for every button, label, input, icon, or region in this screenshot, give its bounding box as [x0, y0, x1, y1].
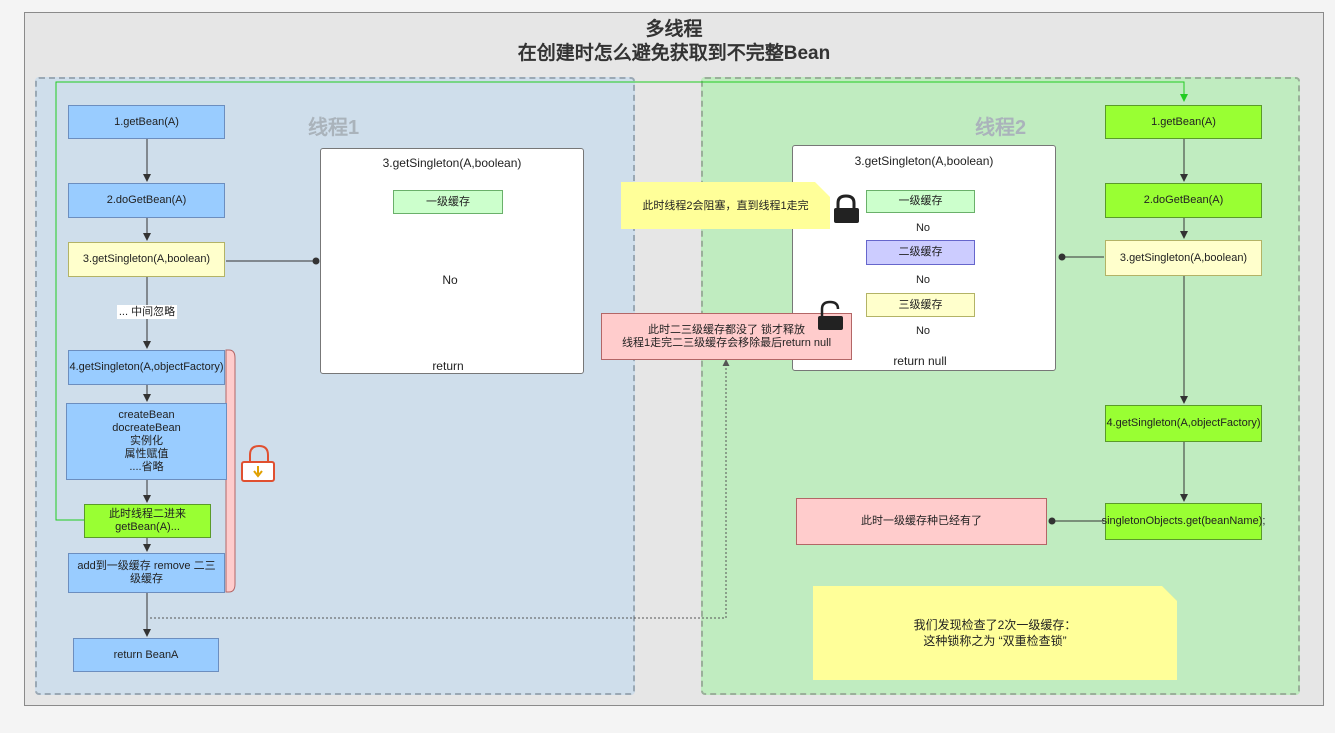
t2-found-dot: [1048, 517, 1056, 525]
diagram-title: 多线程 在创建时怎么避免获取到不完整Bean: [24, 18, 1324, 66]
create-line: 实例化: [130, 435, 163, 447]
t1-detail-cache1: 一级缓存: [393, 190, 503, 214]
t2-detail-cache1: 一级缓存: [866, 190, 975, 213]
t2-detail-no1: No: [913, 221, 933, 235]
t2-detail-cache3: 三级缓存: [866, 293, 975, 317]
summary-line1: 我们发现检查了2次一级缓存：: [913, 618, 1077, 632]
padlock-warning-icon: [241, 444, 275, 482]
t2-detail-no2: No: [913, 273, 933, 287]
t2-get-singleton-factory-box: 4.getSingleton(A,objectFactory): [1105, 405, 1262, 442]
t1-lock-bracket: [225, 349, 236, 593]
thread2-label: 线程2: [975, 117, 1027, 139]
title-line1: 多线程: [645, 19, 703, 40]
t1-detail-title: 3.getSingleton(A,boolean): [382, 156, 522, 170]
t1-detail-no: No: [442, 273, 458, 287]
create-line: ....省略: [129, 461, 164, 473]
t2-detail-dot: [1058, 253, 1066, 261]
title-line2: 在创建时怎么避免获取到不完整Bean: [517, 43, 831, 64]
t2-detail-cache2: 二级缓存: [866, 240, 975, 265]
create-line: 属性赋值: [124, 448, 169, 460]
thread1-label: 线程1: [308, 117, 360, 139]
t1-return-bean-box: return BeanA: [73, 638, 219, 672]
thread2-entry-line: [55, 81, 1188, 521]
t1-add-remove-box: add到一级缓存 remove 二三级缓存: [68, 553, 225, 593]
release-line1: 此时二三级缓存都没了 锁才释放: [647, 323, 806, 336]
release-line2: 线程1走完二三级缓存会移除最后return null: [621, 336, 832, 349]
t1-get-bean-box: 1.getBean(A): [68, 105, 225, 139]
summary-note: 我们发现检查了2次一级缓存： 这种锁称之为 “双重检查锁”: [813, 586, 1177, 680]
t1-get-singleton-box: 3.getSingleton(A,boolean): [68, 242, 225, 277]
t1-detail-return: return: [432, 359, 464, 373]
t2-do-get-bean-box: 2.doGetBean(A): [1105, 183, 1262, 218]
t1-create-bean-box: createBean docreateBean 实例化 属性赋值 ....省略: [66, 403, 227, 480]
blocked-note: 此时线程2会阻塞，直到线程1走完: [621, 182, 830, 229]
create-line: docreateBean: [112, 422, 181, 434]
t1-do-get-bean-box: 2.doGetBean(A): [68, 183, 225, 218]
t1-detail-panel: [320, 148, 584, 374]
t2-get-bean-box: 1.getBean(A): [1105, 105, 1262, 139]
t1-get-singleton-factory-box: 4.getSingleton(A,objectFactory): [68, 350, 225, 385]
t1-ignore-label: ... 中间忽略: [116, 305, 178, 319]
t2-get-singleton-box: 3.getSingleton(A,boolean): [1105, 240, 1262, 276]
t2-detail-title: 3.getSingleton(A,boolean): [854, 154, 994, 168]
t1-detail-dot: [312, 257, 320, 265]
summary-line2: 这种锁称之为 “双重检查锁”: [923, 634, 1067, 648]
t2-singleton-objects-get-box: singletonObjects.get(beanName);: [1102, 503, 1265, 540]
t2-detail-return-null: return null: [893, 354, 947, 368]
t2-found-in-cache-box: 此时一级缓存种已经有了: [796, 498, 1047, 545]
t2-detail-no3: No: [913, 324, 933, 338]
release-note: 此时二三级缓存都没了 锁才释放 线程1走完二三级缓存会移除最后return nu…: [601, 313, 852, 360]
release-dotted-line: [150, 359, 730, 619]
t1-thread2-enters-box: 此时线程二进来 getBean(A)...: [84, 504, 211, 538]
create-line: createBean: [118, 409, 175, 421]
